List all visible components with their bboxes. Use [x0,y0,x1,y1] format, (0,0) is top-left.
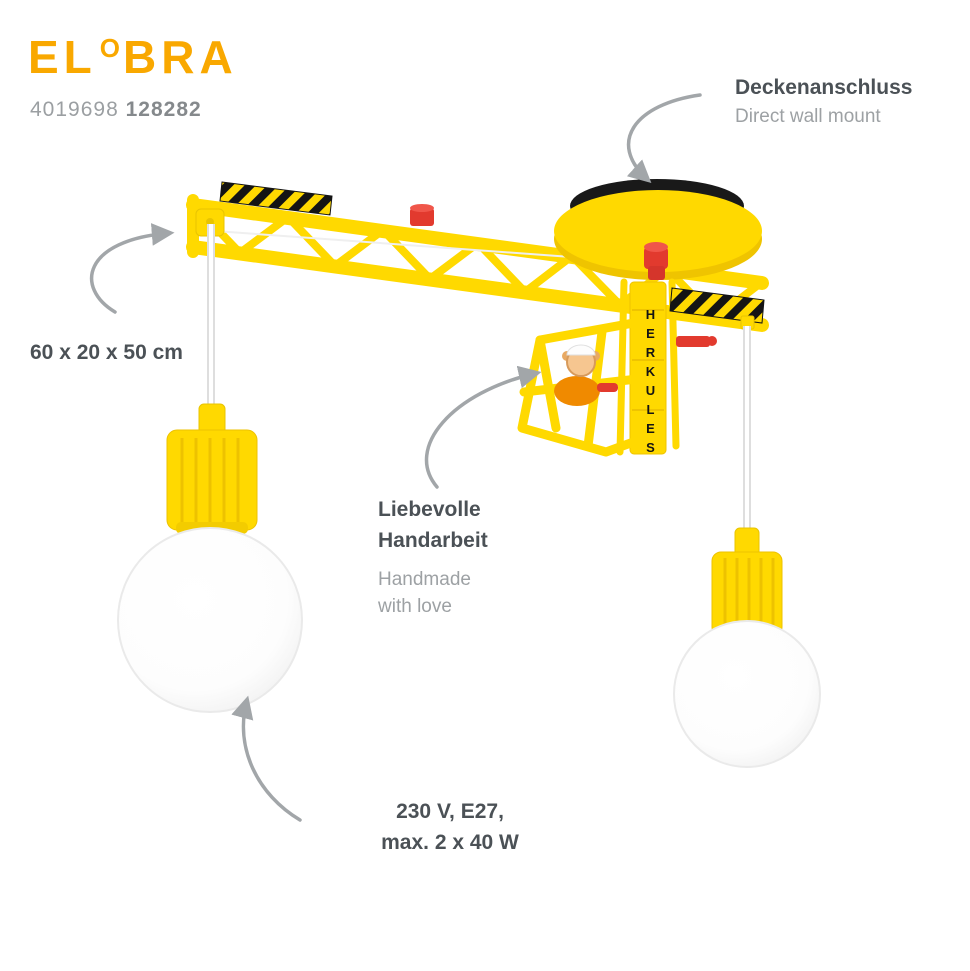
arrow-dimensions-icon [89,223,175,314]
variant-number: 128282 [125,98,202,121]
callout-dimensions-label: 60 x 20 x 50 cm [30,341,183,364]
callout-power-line1: 230 V, E27, [396,800,504,823]
lamp-socket-left [166,403,258,534]
callout-power-line2: max. 2 x 40 W [381,831,519,854]
article-number: 4019698 [30,98,119,121]
ceiling-plate [554,190,762,272]
light-bulb-right [673,620,821,768]
pendant-cable-right [740,315,755,535]
callout-power: 230 V, E27, max. 2 x 40 W [352,796,548,858]
boom-red-fitting [410,204,434,226]
callout-dimensions: 60 x 20 x 50 cm [30,337,183,368]
callout-handmade-title-line1: Liebevolle [378,498,481,521]
callout-handmade-title-line2: Handarbeit [378,529,488,552]
brand-logo-part1: EL [28,31,97,83]
product-numbers: 4019698 128282 [30,98,202,122]
brand-logo-o: O [99,33,121,63]
hazard-stripe-left [219,181,333,216]
callout-handmade: Liebevolle Handarbeit Handmade with love [378,494,488,620]
light-bulb-left [117,527,303,713]
monkey-driver [554,344,618,406]
callout-handmade-sub-line1: Handmade [378,569,471,590]
tower-red-lever [676,336,717,347]
callout-mount-title: Deckenanschluss [735,76,913,99]
callout-handmade-sub-line2: with love [378,596,452,617]
arrow-power-icon [231,695,302,822]
callout-mount-subtitle: Direct wall mount [735,106,881,127]
callout-mount: Deckenanschluss Direct wall mount [735,72,912,130]
plate-red-knob [644,242,668,280]
arrow-mount-icon [626,93,702,184]
crane-tower-label: HERKULES [643,306,658,459]
arrow-handmade-icon [424,365,542,489]
hazard-stripe-right [669,287,765,324]
brand-logo-part3: BRA [123,31,238,83]
